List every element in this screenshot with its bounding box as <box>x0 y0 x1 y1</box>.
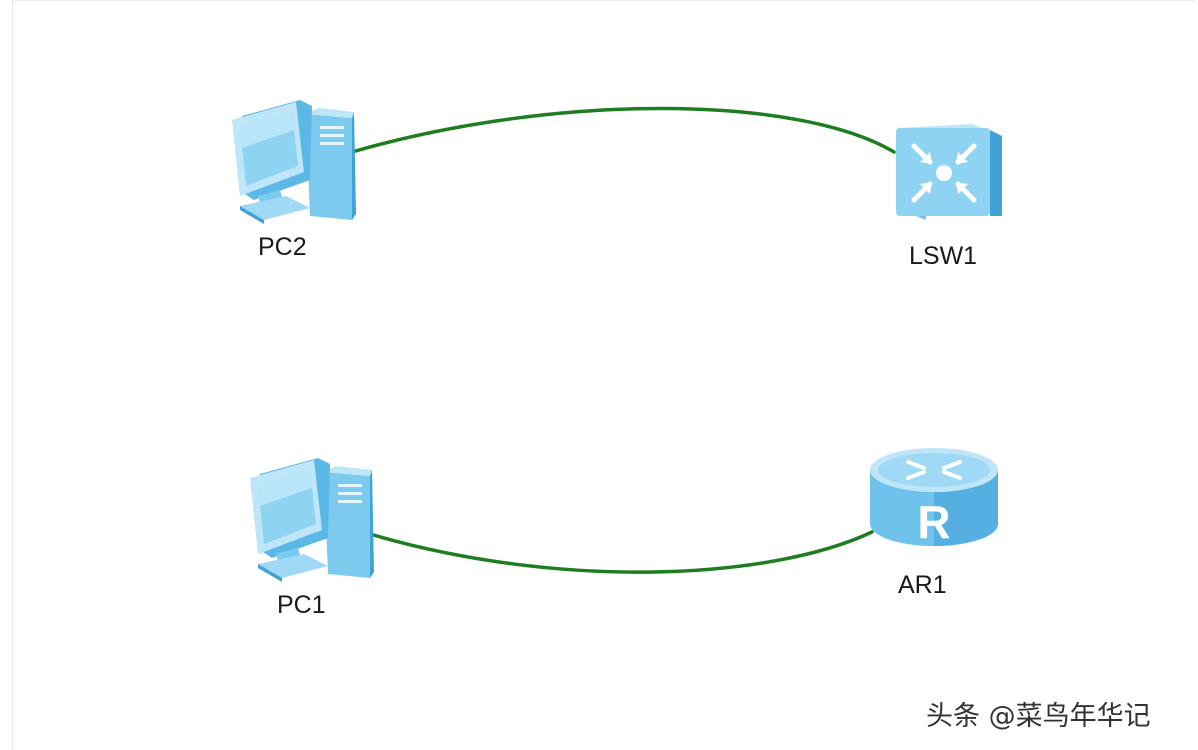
pc2-device[interactable] <box>214 96 364 226</box>
canvas-frame <box>12 0 1194 750</box>
watermark-text: 头条 @菜鸟年华记 <box>926 701 1151 732</box>
node-label-lsw1: LSW1 <box>909 242 978 270</box>
pc1-device[interactable] <box>232 454 382 584</box>
link-pc1-ar1[interactable] <box>368 530 874 574</box>
router-icon: R <box>870 448 998 548</box>
lsw1-device[interactable] <box>884 114 1014 234</box>
switch-icon <box>896 124 1002 220</box>
ar1-device[interactable]: R <box>864 438 1004 558</box>
node-label-pc1: PC1 <box>277 591 326 619</box>
pc-icon <box>232 100 356 224</box>
svg-text:R: R <box>917 496 950 548</box>
link-pc2-lsw1[interactable] <box>350 106 896 154</box>
node-label-ar1: AR1 <box>898 571 947 599</box>
pc-icon <box>250 458 374 582</box>
node-label-pc2: PC2 <box>258 233 307 261</box>
